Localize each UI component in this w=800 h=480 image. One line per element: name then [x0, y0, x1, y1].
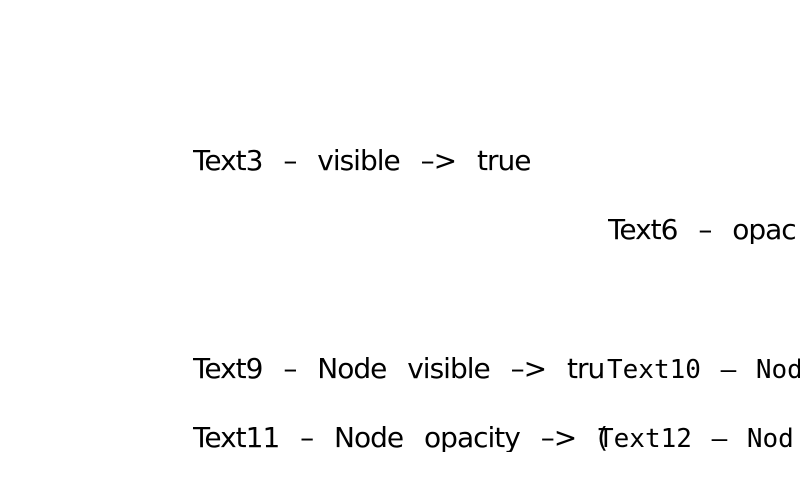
text11-label: Text11 – Node opacity –> (	[193, 424, 608, 452]
text3-label: Text3 – visible –> true	[193, 147, 531, 175]
text12-label: Text12 – Nod	[598, 425, 794, 453]
text9-label: Text9 – Node visible –> tru	[193, 355, 605, 383]
text6-label: Text6 – opac	[608, 216, 797, 244]
text10-label: Text10 – Nod	[607, 356, 800, 384]
